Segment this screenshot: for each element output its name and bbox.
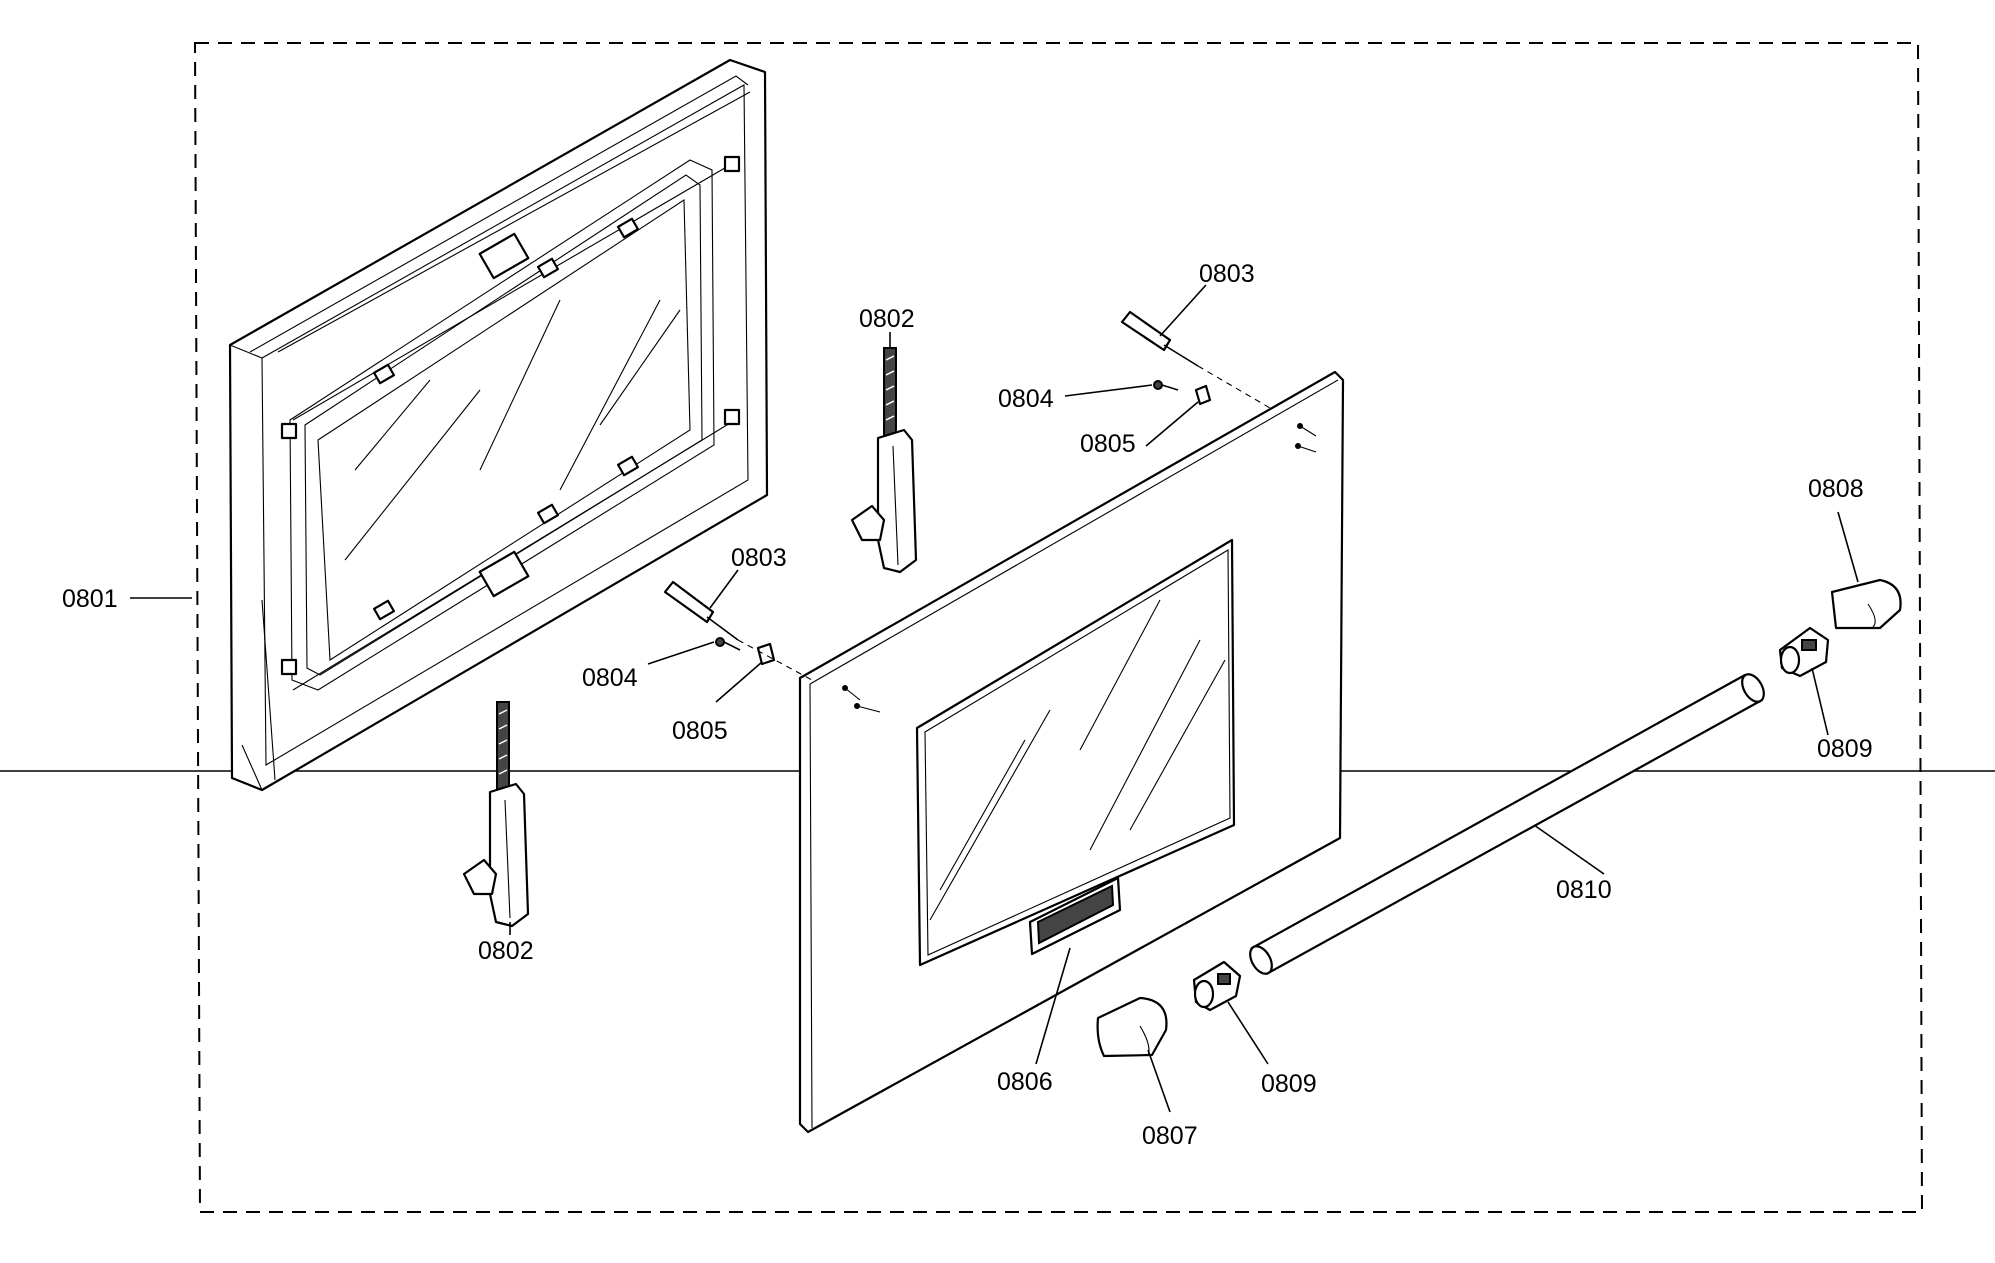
leader-badge: [1035, 947, 1071, 1065]
hinge-top: [850, 347, 918, 574]
end-cap-left: [1096, 996, 1168, 1058]
screw-left: [715, 637, 741, 651]
leader-end-cap-right: [1837, 511, 1859, 583]
label-hinge-bottom: 0802: [478, 937, 534, 965]
screw-right: [1153, 380, 1179, 391]
leader-screw-right: [1064, 384, 1153, 397]
pin-right: [1120, 310, 1199, 367]
label-bracket-right: 0809: [1817, 735, 1873, 763]
label-end-cap-left: 0807: [1142, 1122, 1198, 1150]
label-bracket-left: 0809: [1261, 1070, 1317, 1098]
leader-bracket-right: [1811, 667, 1829, 736]
bracket-left: [1192, 960, 1242, 1012]
assembly-boundary: [193, 42, 1924, 1213]
leader-bracket-left: [1227, 1001, 1269, 1065]
leader-clip-right: [1145, 401, 1199, 447]
pin-left: [663, 580, 739, 641]
leader-handle-bar: [1533, 824, 1605, 875]
bracket-right: [1778, 626, 1830, 678]
leader-screw-left: [647, 641, 715, 665]
leader-pin-right: [1159, 284, 1207, 337]
clip-right: [1194, 384, 1212, 406]
label-hinge-top: 0802: [859, 305, 915, 333]
end-cap-right: [1830, 578, 1902, 630]
label-pin-right: 0803: [1199, 260, 1255, 288]
leader-end-cap-left: [1147, 1049, 1171, 1113]
label-end-cap-right: 0808: [1808, 475, 1864, 503]
label-outer-door-frame: 0801: [62, 585, 118, 613]
label-screw-right: 0804: [998, 385, 1054, 413]
assembly-guide-left: [737, 639, 813, 681]
hinge-bottom: [462, 701, 530, 928]
label-clip-left: 0805: [672, 717, 728, 745]
label-handle-bar: 0810: [1556, 876, 1612, 904]
assembly-guide-right: [1197, 365, 1271, 409]
clip-left: [756, 642, 776, 666]
label-pin-left: 0803: [731, 544, 787, 572]
label-screw-left: 0804: [582, 664, 638, 692]
inner-door-panel: [798, 370, 1345, 1134]
leader-pin-left: [709, 569, 739, 609]
label-clip-right: 0805: [1080, 430, 1136, 458]
label-badge: 0806: [997, 1068, 1053, 1096]
leader-clip-left: [715, 661, 763, 703]
outer-door-frame: [228, 58, 769, 792]
handle-bar: [1249, 673, 1765, 975]
